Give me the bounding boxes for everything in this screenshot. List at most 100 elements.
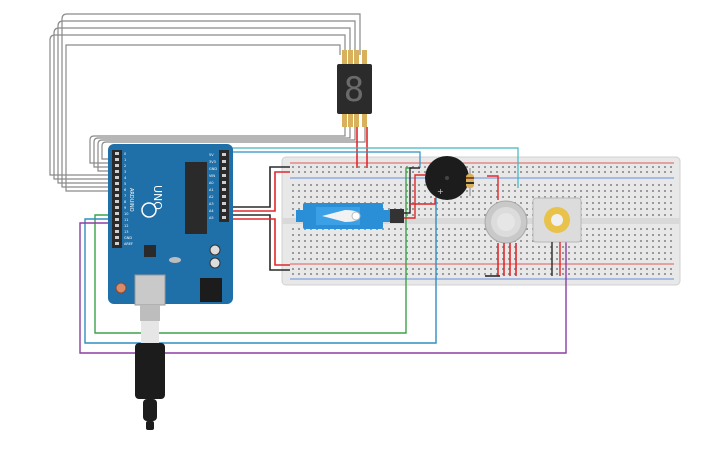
breadboard-hole[interactable] [508,171,510,173]
breadboard-hole[interactable] [658,171,660,173]
breadboard-hole[interactable] [340,273,342,275]
arduino-pin[interactable] [222,216,226,219]
breadboard-hole[interactable] [304,246,306,248]
breadboard-hole[interactable] [460,208,462,210]
breadboard-hole[interactable] [352,171,354,173]
teal-wire[interactable] [210,147,519,188]
breadboard-hole[interactable] [556,166,558,168]
breadboard-hole[interactable] [484,240,486,242]
arduino-pin[interactable] [222,167,226,170]
breadboard-hole[interactable] [328,171,330,173]
breadboard-hole[interactable] [484,258,486,260]
breadboard-hole[interactable] [382,190,384,192]
breadboard-hole[interactable] [472,273,474,275]
breadboard-hole[interactable] [508,196,510,198]
breadboard-hole[interactable] [340,240,342,242]
breadboard-hole[interactable] [610,240,612,242]
breadboard-hole[interactable] [292,258,294,260]
breadboard-hole[interactable] [556,171,558,173]
breadboard-hole[interactable] [622,258,624,260]
breadboard-hole[interactable] [442,240,444,242]
breadboard-hole[interactable] [646,273,648,275]
breadboard-hole[interactable] [568,258,570,260]
breadboard-hole[interactable] [478,214,480,216]
breadboard-hole[interactable] [352,246,354,248]
breadboard-hole[interactable] [490,252,492,254]
breadboard-hole[interactable] [430,214,432,216]
breadboard-hole[interactable] [370,234,372,236]
breadboard-hole[interactable] [502,258,504,260]
breadboard-hole[interactable] [640,214,642,216]
breadboard-hole[interactable] [496,258,498,260]
breadboard-hole[interactable] [532,273,534,275]
breadboard-hole[interactable] [556,252,558,254]
breadboard-hole[interactable] [646,166,648,168]
breadboard-hole[interactable] [646,171,648,173]
breadboard-hole[interactable] [472,208,474,210]
breadboard-hole[interactable] [592,196,594,198]
breadboard-hole[interactable] [610,268,612,270]
breadboard-hole[interactable] [436,214,438,216]
breadboard-hole[interactable] [400,268,402,270]
power-jack[interactable] [200,278,222,302]
breadboard-hole[interactable] [586,196,588,198]
breadboard-hole[interactable] [526,214,528,216]
breadboard-hole[interactable] [322,234,324,236]
breadboard-hole[interactable] [670,240,672,242]
breadboard-hole[interactable] [586,268,588,270]
breadboard-hole[interactable] [538,246,540,248]
breadboard-hole[interactable] [466,202,468,204]
breadboard-hole[interactable] [460,240,462,242]
breadboard-hole[interactable] [418,171,420,173]
breadboard-hole[interactable] [634,196,636,198]
breadboard-hole[interactable] [664,190,666,192]
breadboard-hole[interactable] [472,214,474,216]
breadboard-hole[interactable] [514,166,516,168]
breadboard-hole[interactable] [610,273,612,275]
breadboard-hole[interactable] [490,184,492,186]
breadboard-hole[interactable] [400,258,402,260]
breadboard-hole[interactable] [514,268,516,270]
breadboard-hole[interactable] [622,273,624,275]
breadboard-hole[interactable] [430,240,432,242]
breadboard-hole[interactable] [376,246,378,248]
breadboard-hole[interactable] [568,246,570,248]
breadboard-hole[interactable] [634,246,636,248]
breadboard-hole[interactable] [292,171,294,173]
green-wire[interactable] [94,167,412,334]
breadboard-hole[interactable] [460,214,462,216]
breadboard-hole[interactable] [502,184,504,186]
breadboard-hole[interactable] [346,184,348,186]
breadboard-hole[interactable] [658,258,660,260]
breadboard-hole[interactable] [610,246,612,248]
breadboard-hole[interactable] [448,234,450,236]
breadboard-hole[interactable] [478,228,480,230]
breadboard-hole[interactable] [316,252,318,254]
breadboard-hole[interactable] [568,190,570,192]
breadboard-hole[interactable] [436,258,438,260]
breadboard-hole[interactable] [580,171,582,173]
breadboard-hole[interactable] [460,268,462,270]
breadboard-hole[interactable] [616,190,618,192]
breadboard-hole[interactable] [370,273,372,275]
breadboard-hole[interactable] [472,202,474,204]
breadboard-hole[interactable] [394,258,396,260]
breadboard-hole[interactable] [394,171,396,173]
breadboard-hole[interactable] [610,214,612,216]
breadboard-hole[interactable] [484,246,486,248]
breadboard-hole[interactable] [598,184,600,186]
breadboard-hole[interactable] [628,240,630,242]
breadboard-hole[interactable] [346,246,348,248]
seven-segment-display[interactable]: 8 [337,64,372,114]
breadboard-hole[interactable] [322,190,324,192]
breadboard-hole[interactable] [352,258,354,260]
breadboard-hole[interactable] [370,246,372,248]
breadboard-hole[interactable] [562,184,564,186]
breadboard-hole[interactable] [556,268,558,270]
breadboard-hole[interactable] [382,166,384,168]
breadboard-hole[interactable] [370,196,372,198]
breadboard-hole[interactable] [394,166,396,168]
breadboard-hole[interactable] [412,240,414,242]
breadboard-hole[interactable] [550,171,552,173]
breadboard-hole[interactable] [400,184,402,186]
